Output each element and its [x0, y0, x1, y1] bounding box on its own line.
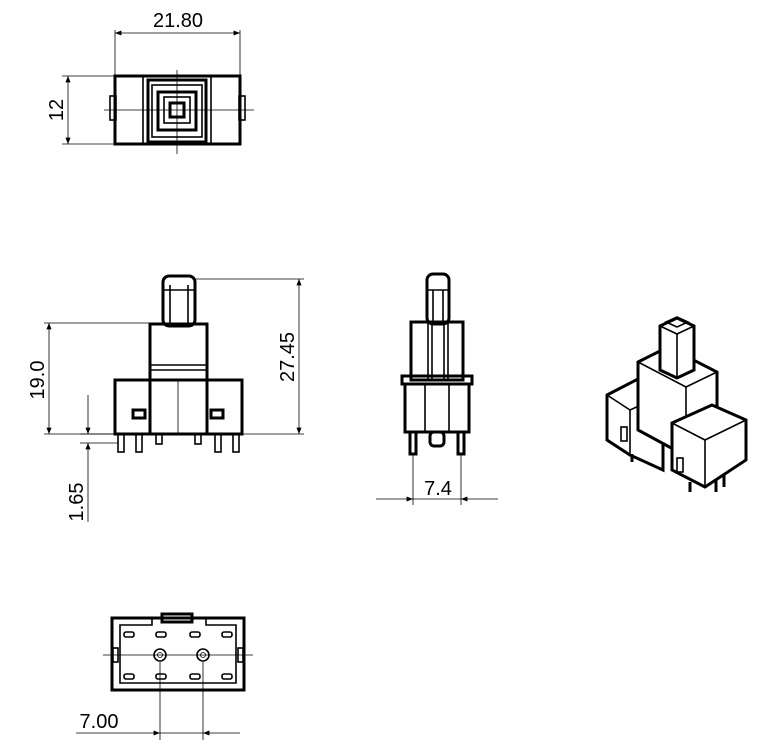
top-height-dimension: 12 [46, 99, 68, 121]
front-view [44, 274, 304, 522]
top-view [62, 30, 254, 154]
pin-length-dimension: 1.65 [66, 483, 88, 522]
total-height-dimension: 27.45 [277, 332, 299, 382]
body-height-dimension: 19.0 [27, 361, 49, 400]
top-width-dimension: 21.80 [153, 10, 203, 32]
side-view [376, 272, 498, 505]
bottom-view [76, 612, 253, 740]
isometric-view [605, 316, 748, 492]
bottom-pin-spacing-dimension: 7.00 [80, 711, 119, 733]
side-pin-spacing-dimension: 7.4 [424, 478, 452, 500]
